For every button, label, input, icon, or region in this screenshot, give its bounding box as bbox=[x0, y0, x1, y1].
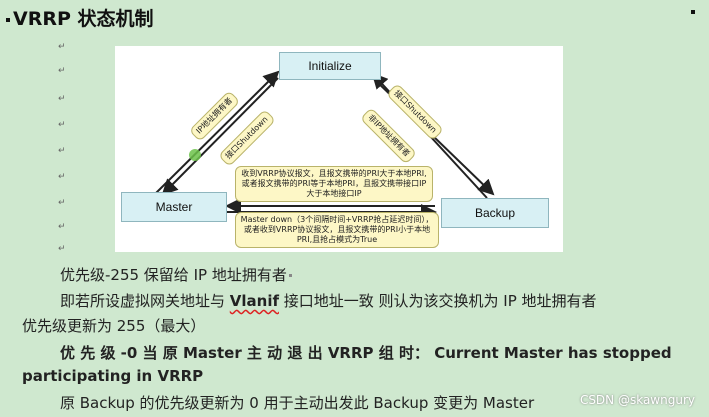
paragraph-mark-icon: ↵ bbox=[58, 66, 66, 76]
paragraph-mark-icon: ↵ bbox=[58, 222, 66, 232]
paragraph-mark-icon: ↵ bbox=[58, 198, 66, 208]
paragraph-backup-update: 原 Backup 的优先级更新为 0 用于主动出发此 Backup 变更为 Ma… bbox=[60, 394, 535, 412]
paragraph-mark-icon: ↵ bbox=[58, 146, 66, 156]
state-backup: Backup bbox=[441, 198, 549, 228]
state-initialize: Initialize bbox=[279, 52, 381, 80]
corner-bullet-icon bbox=[691, 10, 695, 14]
paragraph-mark-icon: ↵ bbox=[58, 172, 66, 182]
spellcheck-word: Vlanif bbox=[229, 292, 279, 310]
paragraph-mark-icon: ↵ bbox=[58, 244, 66, 254]
vrrp-state-diagram: Initialize Master Backup IP地址拥有者 接口Shutd… bbox=[115, 46, 563, 252]
paragraph-update-255: 优先级更新为 255（最大） bbox=[22, 317, 206, 335]
paragraph-mark-icon: ↵ bbox=[58, 94, 66, 104]
paragraph-vlanif: 即若所设虚拟网关地址与 Vlanif 接口地址一致 则认为该交换机为 IP 地址… bbox=[60, 292, 597, 310]
watermark: CSDN @skawngury bbox=[579, 393, 695, 407]
paragraph-participating: participating in VRRP bbox=[22, 367, 204, 385]
state-master: Master bbox=[121, 192, 227, 222]
arrow-init-to-master bbox=[161, 77, 279, 196]
paragraph-priority-0: 优 先 级 -0 当 原 Master 主 动 退 出 VRRP 组 时： Cu… bbox=[60, 344, 672, 362]
arrow-master-to-init bbox=[154, 70, 280, 195]
paragraph-priority-255: 优先级-255 保留给 IP 地址拥有者 bbox=[60, 264, 700, 285]
note-master-to-backup: Master down（3个间隔时间+VRRP抢占延迟时间），或者收到VRRP协… bbox=[235, 212, 439, 248]
paragraph-mark-icon: ↵ bbox=[58, 120, 66, 130]
bullet-icon bbox=[6, 17, 10, 22]
note-non-ip-owner-wrap: 非IP地址拥有者 bbox=[360, 106, 418, 166]
paragraph-mark-icon: ↵ bbox=[58, 42, 66, 52]
paragraph-mark-icon bbox=[288, 274, 292, 277]
note-interface-shutdown-left-wrap: 接口Shutdown bbox=[218, 108, 276, 168]
cursor-dot bbox=[189, 149, 201, 161]
note-backup-to-master: 收到VRRP协议报文，且报文携带的PRI大于本地PRI,或者报文携带的PRI等于… bbox=[235, 166, 433, 202]
page-title: VRRP 状态机制 bbox=[6, 4, 154, 31]
